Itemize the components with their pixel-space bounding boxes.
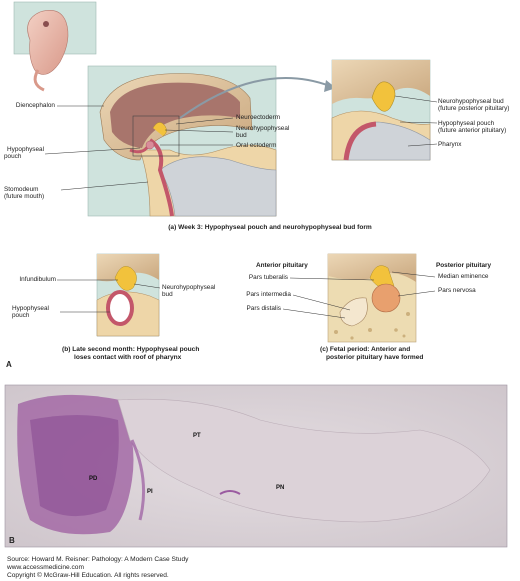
label-hypophyseal-pouch-1: Hypophyseal xyxy=(7,146,44,153)
caption-panel-c-1: (c) Fetal period: Anterior and xyxy=(320,346,411,353)
label-pharynx: Pharynx xyxy=(438,141,462,148)
label-neurohypophyseal-bud-1: Neurohypophyseal xyxy=(236,125,290,132)
micro-label-pi: PI xyxy=(147,489,153,495)
micrograph-image xyxy=(4,384,508,548)
label-neuroectoderm: Neuroectoderm xyxy=(236,114,281,121)
panel-b-drawing xyxy=(96,253,160,337)
caption-panel-b-2: loses contact with roof of pharynx xyxy=(74,354,182,361)
caption-panel-c-2: posterior pituitary have formed xyxy=(326,354,424,361)
label-inset-pouch-1: Hypophyseal pouch xyxy=(438,120,495,127)
micro-label-pd: PD xyxy=(89,476,98,482)
label-b-bud-2: bud xyxy=(162,291,173,298)
label-inset-bud-2: (future posterior pituitary) xyxy=(438,105,510,112)
label-hypophyseal-pouch-2: pouch xyxy=(4,153,22,160)
label-stomodeum-1: Stomodeum xyxy=(4,186,39,193)
panel-c-drawing xyxy=(327,253,417,343)
label-oral-ectoderm: Oral ectoderm xyxy=(236,142,277,149)
heading-posterior-pituitary: Posterior pituitary xyxy=(436,262,492,269)
figure-letter-b: B xyxy=(9,536,15,545)
leader-lines xyxy=(44,95,438,319)
embryo-thumbnail xyxy=(13,1,97,92)
label-pars-nervosa: Pars nervosa xyxy=(438,287,476,294)
label-b-bud-1: Neurohypophyseal xyxy=(162,284,216,291)
label-inset-pouch-2: (future anterior pituitary) xyxy=(438,127,507,134)
micro-label-pt: PT xyxy=(193,433,201,439)
label-inset-bud-1: Neurohypophyseal bud xyxy=(438,98,504,105)
caption-panel-a: (a) Week 3: Hypophyseal pouch and neuroh… xyxy=(168,224,372,231)
label-pars-tuberalis: Pars tuberalis xyxy=(248,274,288,281)
label-b-pouch-2: pouch xyxy=(12,312,30,319)
caption-panel-b-1: (b) Late second month: Hypophyseal pouch xyxy=(62,346,200,353)
label-diencephalon: Diencephalon xyxy=(15,102,55,109)
panel-a-main-drawing xyxy=(87,65,336,217)
panel-a-inset-drawing xyxy=(331,59,431,161)
micro-label-pn: PN xyxy=(276,485,285,491)
label-pars-intermedia: Pars intermedia xyxy=(246,291,291,298)
label-b-pouch-1: Hypophyseal xyxy=(12,305,49,312)
label-pars-distalis: Pars distalis xyxy=(246,305,281,312)
label-median-eminence: Median eminence xyxy=(438,273,489,280)
source-line-2: www.accessmedicine.com xyxy=(7,564,84,571)
label-infundibulum: Infundibulum xyxy=(19,276,56,283)
figure-letter-a: A xyxy=(6,360,12,369)
heading-anterior-pituitary: Anterior pituitary xyxy=(256,262,308,269)
label-neurohypophyseal-bud-2: bud xyxy=(236,132,247,139)
source-line-1: Source: Howard M. Reisner: Pathology: A … xyxy=(7,556,189,563)
label-stomodeum-2: (future mouth) xyxy=(4,193,45,200)
source-line-3: Copyright © McGraw-Hill Education. All r… xyxy=(7,572,169,579)
